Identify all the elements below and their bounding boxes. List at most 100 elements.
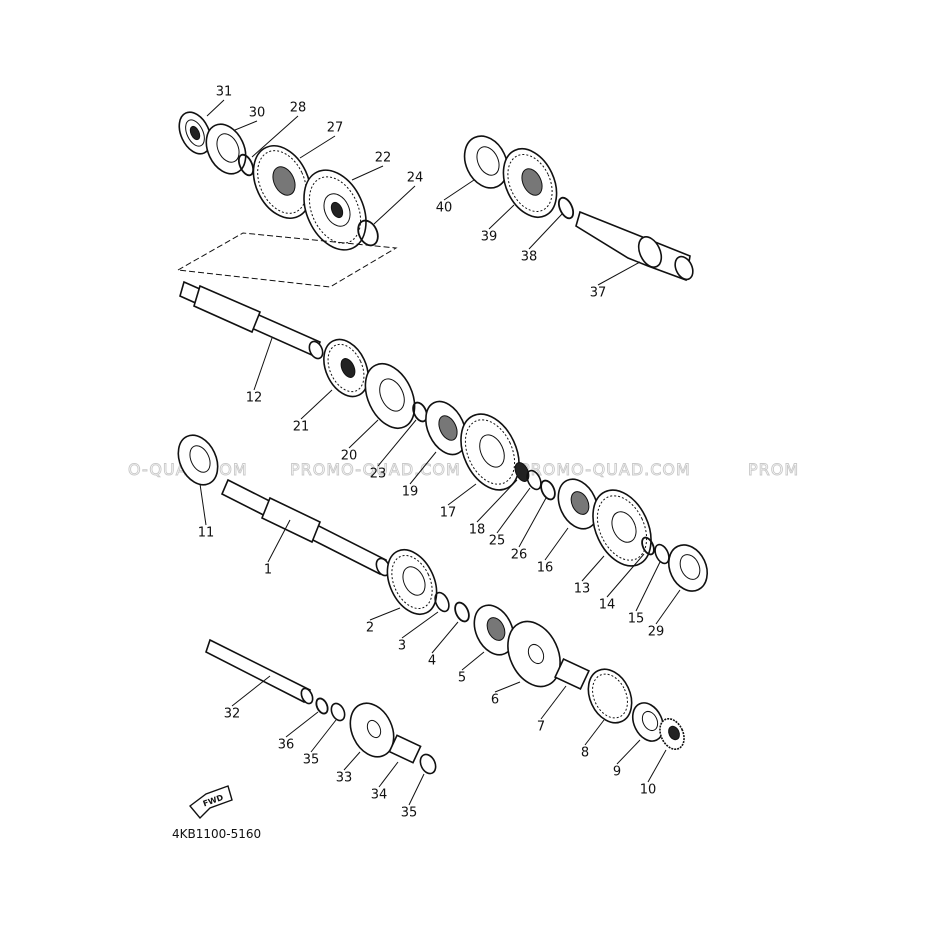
leader-line-12 bbox=[253, 337, 273, 391]
part-label-32: 32 bbox=[224, 707, 241, 722]
part-label-19: 19 bbox=[402, 485, 419, 500]
part-label-34: 34 bbox=[371, 788, 388, 803]
leader-line-1 bbox=[267, 519, 291, 563]
part-label-4: 4 bbox=[428, 654, 436, 669]
leader-line-31 bbox=[206, 99, 225, 117]
part-34-collar bbox=[388, 734, 422, 764]
reference-code: 4KB1100-5160 bbox=[172, 827, 261, 841]
leader-line-21 bbox=[300, 389, 333, 420]
part-18-bushing bbox=[514, 462, 530, 482]
part-label-27: 27 bbox=[327, 121, 344, 136]
part-label-39: 39 bbox=[481, 230, 498, 245]
part-label-25: 25 bbox=[489, 534, 506, 549]
part-20-gear bbox=[364, 363, 416, 429]
part-26-circlip bbox=[540, 479, 556, 501]
part-9-bearing bbox=[631, 702, 665, 742]
part-8-gear bbox=[587, 668, 633, 724]
leader-line-15 bbox=[635, 561, 661, 612]
leader-line-25 bbox=[496, 487, 531, 534]
leader-line-29 bbox=[655, 589, 681, 625]
part-35-washer bbox=[330, 702, 346, 722]
part-label-38: 38 bbox=[521, 250, 538, 265]
leader-line-10 bbox=[647, 749, 667, 783]
part-3-washer bbox=[434, 591, 450, 613]
part-label-23: 23 bbox=[370, 467, 387, 482]
part-10-nut bbox=[659, 717, 685, 751]
part-label-1: 1 bbox=[264, 563, 272, 578]
leader-line-7 bbox=[540, 685, 567, 720]
part-label-10: 10 bbox=[640, 783, 657, 798]
leader-lines bbox=[199, 99, 681, 806]
part-13-gear bbox=[592, 489, 652, 567]
leader-line-16 bbox=[544, 527, 569, 561]
part-37-shaft bbox=[575, 210, 694, 282]
part-label-29: 29 bbox=[648, 625, 665, 640]
assembly-bracket bbox=[176, 232, 398, 288]
part-21-gear bbox=[323, 338, 369, 398]
leader-line-11 bbox=[199, 483, 207, 526]
part-19-gear bbox=[425, 400, 467, 456]
part-label-37: 37 bbox=[590, 286, 607, 301]
part-22-gear bbox=[303, 169, 367, 251]
leader-line-37 bbox=[597, 261, 641, 286]
leader-line-27 bbox=[299, 135, 336, 159]
leader-line-3 bbox=[401, 611, 439, 639]
part-32-shaft bbox=[205, 638, 314, 705]
leader-line-30 bbox=[234, 120, 258, 131]
leader-line-4 bbox=[431, 621, 459, 654]
part-6-gear bbox=[507, 620, 561, 688]
part-label-9: 9 bbox=[613, 765, 621, 780]
part-label-36: 36 bbox=[278, 738, 295, 753]
part-label-13: 13 bbox=[574, 582, 591, 597]
part-label-3: 3 bbox=[398, 639, 406, 654]
part-label-24: 24 bbox=[407, 171, 424, 186]
leader-line-33 bbox=[343, 751, 361, 771]
part-23-circlip bbox=[412, 401, 428, 423]
leader-line-14 bbox=[606, 553, 645, 598]
part-label-7: 7 bbox=[537, 720, 545, 735]
watermark-segment: PROMO-QUAD.COM bbox=[520, 460, 691, 479]
part-29-bearing bbox=[667, 544, 709, 592]
part-label-28: 28 bbox=[290, 101, 307, 116]
leader-line-28 bbox=[251, 115, 299, 158]
leader-line-35a bbox=[310, 719, 337, 753]
part-label-31: 31 bbox=[216, 85, 233, 100]
part-7-collar bbox=[554, 657, 590, 691]
leader-line-39 bbox=[488, 204, 515, 230]
part-label-35a: 35 bbox=[303, 753, 320, 768]
part-label-33: 33 bbox=[336, 771, 353, 786]
part-label-12: 12 bbox=[246, 391, 263, 406]
part-28-circlip bbox=[237, 153, 255, 177]
part-label-21: 21 bbox=[293, 420, 310, 435]
part-label-8: 8 bbox=[581, 746, 589, 761]
part-label-14: 14 bbox=[599, 598, 616, 613]
part-5-gear bbox=[473, 604, 515, 656]
part-1-drive-axle bbox=[220, 478, 391, 577]
watermark: O-QUAD.COM PROMO-QUAD.COM PROMO-QUAD.COM… bbox=[128, 460, 799, 480]
part-36-circlip bbox=[315, 697, 329, 715]
part-label-5: 5 bbox=[458, 671, 466, 686]
leader-line-20 bbox=[348, 419, 379, 449]
part-4-circlip bbox=[454, 601, 470, 623]
part-12-main-axle bbox=[179, 280, 324, 360]
leader-line-36 bbox=[285, 711, 319, 738]
part-label-26: 26 bbox=[511, 548, 528, 563]
part-27-gear bbox=[252, 145, 312, 219]
leader-line-40 bbox=[443, 179, 475, 201]
leader-line-34 bbox=[378, 761, 399, 788]
leader-line-8 bbox=[584, 719, 605, 746]
leader-line-26 bbox=[518, 497, 547, 548]
leader-line-17 bbox=[447, 483, 477, 506]
part-31-oil-seal bbox=[178, 111, 212, 155]
leader-line-13 bbox=[581, 555, 605, 582]
leader-line-18 bbox=[476, 479, 518, 523]
part-35-washer bbox=[419, 753, 437, 775]
part-17-gear bbox=[460, 413, 520, 491]
watermark-segment: PROM bbox=[748, 460, 799, 479]
leader-line-35b bbox=[408, 773, 425, 806]
leader-line-19 bbox=[409, 451, 437, 485]
part-label-22: 22 bbox=[375, 151, 392, 166]
fwd-arrow-icon: FWD bbox=[188, 785, 233, 820]
